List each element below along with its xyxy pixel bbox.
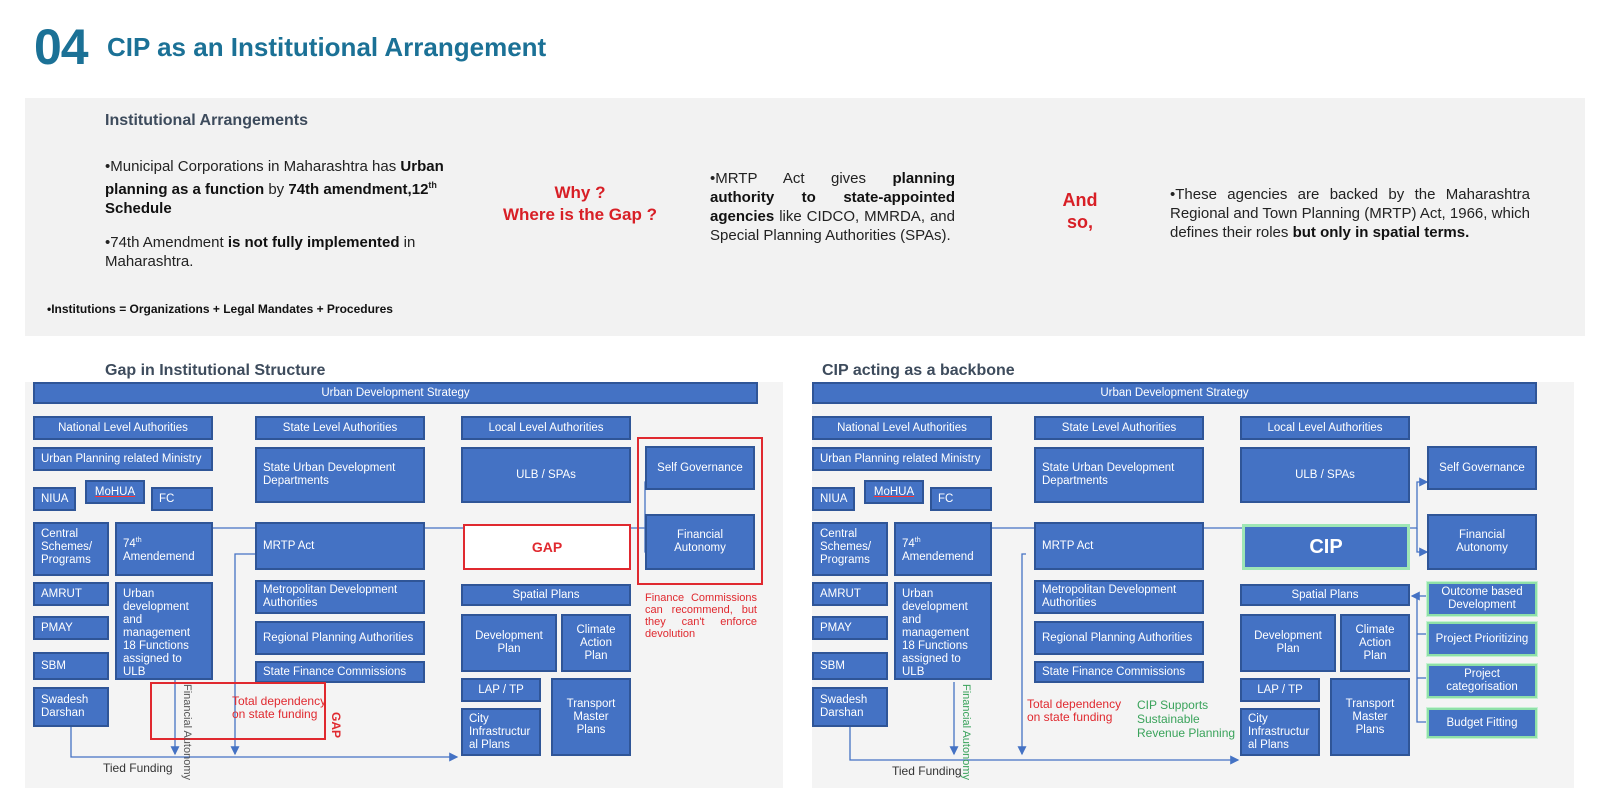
urban-planning-ministry: Urban Planning related Ministry — [33, 447, 213, 471]
tied-funding-label: Tied Funding — [103, 761, 173, 775]
state-authorities: State Level Authorities — [255, 416, 425, 440]
lap-tp-right: LAP / TP — [1240, 678, 1320, 702]
info-heading: Institutional Arrangements — [105, 112, 308, 129]
development-plan: Development Plan — [461, 614, 557, 672]
self-governance: Self Governance — [645, 446, 755, 490]
regional-planning: Regional Planning Authorities — [255, 621, 425, 655]
institutions-formula: •Institutions = Organizations + Legal Ma… — [47, 302, 393, 316]
info-col2: •MRTP Act gives planning authority to st… — [710, 170, 955, 244]
finance-commission-note: Finance Commissions can recommend, but t… — [645, 592, 757, 640]
central-schemes: Central Schemes/ Programs — [33, 522, 109, 576]
financial-autonomy-vertical: Financial Autonomy — [181, 684, 193, 780]
climate-action-plan: Climate Action Plan — [561, 614, 631, 672]
info-col1-para1: •Municipal Corporations in Maharashtra h… — [105, 158, 444, 217]
right-diagram-heading: CIP acting as a backbone — [822, 362, 1015, 379]
city-infrastructure-plans: City Infrastructur al Plans — [461, 708, 541, 756]
state-udd: State Urban Development Departments — [255, 447, 425, 503]
fc-box-right: FC — [930, 487, 992, 511]
ulb-spas-right: ULB / SPAs — [1240, 447, 1410, 503]
local-authorities-right: Local Level Authorities — [1240, 416, 1410, 440]
mrtp-act-right: MRTP Act — [1034, 522, 1204, 570]
niua-box: NIUA — [33, 487, 76, 511]
amrut-box-right: AMRUT — [812, 582, 888, 606]
gap-vertical-label: GAP — [329, 712, 343, 739]
urban-dev-functions: Urban development and management 18 Func… — [115, 582, 213, 680]
spatial-plans-right: Spatial Plans — [1240, 584, 1410, 606]
metro-dev-authorities: Metropolitan Development Authorities — [255, 580, 425, 614]
fc-box: FC — [151, 487, 213, 511]
gap-box: GAP — [463, 524, 631, 570]
mohua-box: MoHUA — [85, 480, 145, 504]
budget-fitting: Budget Fitting — [1427, 708, 1537, 738]
central-schemes-right: Central Schemes/ Programs — [812, 522, 888, 576]
national-authorities-right: National Level Authorities — [812, 416, 992, 440]
niua-box-right: NIUA — [812, 487, 855, 511]
national-authorities: National Level Authorities — [33, 416, 213, 440]
dependency-red-frame — [150, 682, 326, 740]
info-col1-para2: •74th Amendment is not fully implemented… — [105, 234, 416, 270]
metro-dev-authorities-right: Metropolitan Development Authorities — [1034, 580, 1204, 614]
outcome-based-development: Outcome based Development — [1427, 582, 1537, 616]
local-authorities: Local Level Authorities — [461, 416, 631, 440]
pmay-box-right: PMAY — [812, 616, 888, 640]
development-plan-right: Development Plan — [1240, 614, 1336, 672]
financial-autonomy: Financial Autonomy — [645, 514, 755, 570]
state-finance-commissions-right: State Finance Commissions — [1034, 661, 1204, 683]
ulb-spas: ULB / SPAs — [461, 447, 631, 503]
self-governance-right: Self Governance — [1427, 446, 1537, 490]
sbm-box: SBM — [33, 652, 109, 680]
city-infrastructure-plans-right: City Infrastructur al Plans — [1240, 708, 1320, 756]
climate-action-plan-right: Climate Action Plan — [1340, 614, 1410, 672]
swadesh-darshan-right: Swadesh Darshan — [812, 687, 888, 727]
swadesh-darshan: Swadesh Darshan — [33, 687, 109, 727]
lap-tp: LAP / TP — [461, 678, 541, 702]
why-gap-question: Why ?Where is the Gap ? — [503, 183, 657, 224]
urban-dev-strategy-bar: Urban Development Strategy — [33, 382, 758, 404]
regional-planning-right: Regional Planning Authorities — [1034, 621, 1204, 655]
slide-number: 04 — [34, 19, 89, 75]
total-dependency-note-right: Total dependency on state funding — [1027, 697, 1122, 724]
financial-autonomy-right: Financial Autonomy — [1427, 514, 1537, 570]
mrtp-act: MRTP Act — [255, 522, 425, 570]
urban-planning-ministry-right: Urban Planning related Ministry — [812, 447, 992, 471]
tied-funding-label-right: Tied Funding — [892, 764, 962, 778]
state-finance-commissions: State Finance Commissions — [255, 661, 425, 683]
state-authorities-right: State Level Authorities — [1034, 416, 1204, 440]
sbm-box-right: SBM — [812, 652, 888, 680]
project-prioritizing: Project Prioritizing — [1427, 622, 1537, 656]
amrut-box: AMRUT — [33, 582, 109, 606]
transport-master-plans: Transport Master Plans — [551, 678, 631, 756]
cip-box: CIP — [1242, 524, 1410, 570]
project-categorisation: Project categorisation — [1427, 664, 1537, 698]
pmay-box: PMAY — [33, 616, 109, 640]
slide-title: CIP as an Institutional Arrangement — [107, 32, 547, 62]
governance-red-frame — [637, 437, 763, 585]
info-panel — [25, 98, 1585, 336]
urban-dev-functions-right: Urban development and management 18 Func… — [894, 582, 992, 680]
left-diagram-panel: Urban Development Strategy National Leve… — [25, 382, 783, 788]
spatial-plans: Spatial Plans — [461, 584, 631, 606]
left-diagram-heading: Gap in Institutional Structure — [105, 362, 326, 379]
right-diagram-panel: Urban Development Strategy National Leve… — [812, 382, 1574, 788]
info-col3: •These agencies are backed by the Mahara… — [1170, 186, 1530, 241]
transport-master-plans-right: Transport Master Plans — [1330, 678, 1410, 756]
mohua-box-right: MoHUA — [864, 480, 924, 504]
state-udd-right: State Urban Development Departments — [1034, 447, 1204, 503]
urban-dev-strategy-bar-right: Urban Development Strategy — [812, 382, 1537, 404]
financial-autonomy-vertical-right: Financial Autonomy — [960, 684, 972, 780]
total-dependency-note: Total dependency on state funding — [232, 694, 327, 721]
cip-supports-note: CIP Supports Sustainable Revenue Plannin… — [1137, 698, 1236, 740]
